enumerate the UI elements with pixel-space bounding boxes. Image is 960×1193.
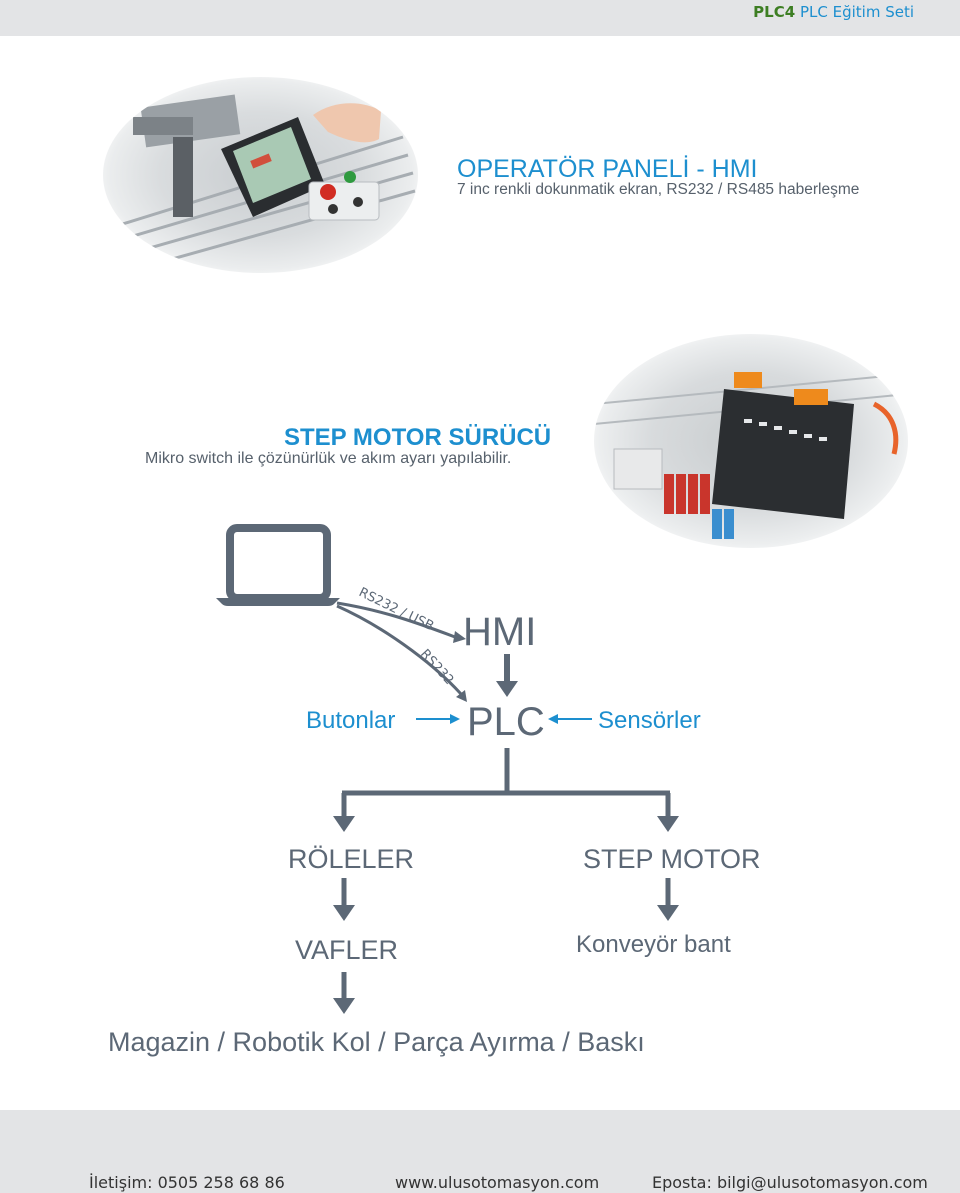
footer-website-link[interactable]: www.ulusotomasyon.com <box>395 1173 600 1192</box>
footer-contact: İletişim: 0505 258 68 86 <box>89 1173 285 1192</box>
header-text: PLC Eğitim Seti <box>799 3 914 21</box>
link-label-rs232: RS232 <box>417 647 456 688</box>
step-section-title: STEP MOTOR SÜRÜCÜ <box>284 424 552 451</box>
hmi-section-subtitle: 7 inc renkli dokunmatik ekran, RS232 / R… <box>457 181 860 198</box>
buttons-node: Butonlar <box>306 707 396 734</box>
step-motor-node: STEP MOTOR <box>583 844 761 874</box>
relays-node: RÖLELER <box>288 844 415 874</box>
plc-node: PLC <box>467 700 545 744</box>
hmi-panel-photo <box>103 77 418 273</box>
conveyor-node: Konveyör bant <box>576 931 731 958</box>
step-section-subtitle: Mikro switch ile çözünürlük ve akım ayar… <box>145 450 512 467</box>
top-header-bar: PLC4 PLC Eğitim Seti <box>0 0 960 36</box>
header-title: PLC4 PLC Eğitim Seti <box>753 3 914 21</box>
footer-bar: İletişim: 0505 258 68 86 www.ulusotomasy… <box>0 1110 960 1193</box>
valves-node: VAFLER <box>295 935 399 965</box>
step-motor-driver-photo <box>594 334 908 548</box>
hmi-section-title: OPERATÖR PANELİ - HMI <box>457 155 758 183</box>
header-brand: PLC4 <box>753 3 796 21</box>
sensors-node: Sensörler <box>598 707 701 734</box>
bottom-node: Magazin / Robotik Kol / Parça Ayırma / B… <box>108 1027 645 1057</box>
hmi-node: HMI <box>463 610 537 654</box>
footer-email[interactable]: Eposta: bilgi@ulusotomasyon.com <box>652 1173 928 1192</box>
laptop-icon <box>216 524 340 606</box>
